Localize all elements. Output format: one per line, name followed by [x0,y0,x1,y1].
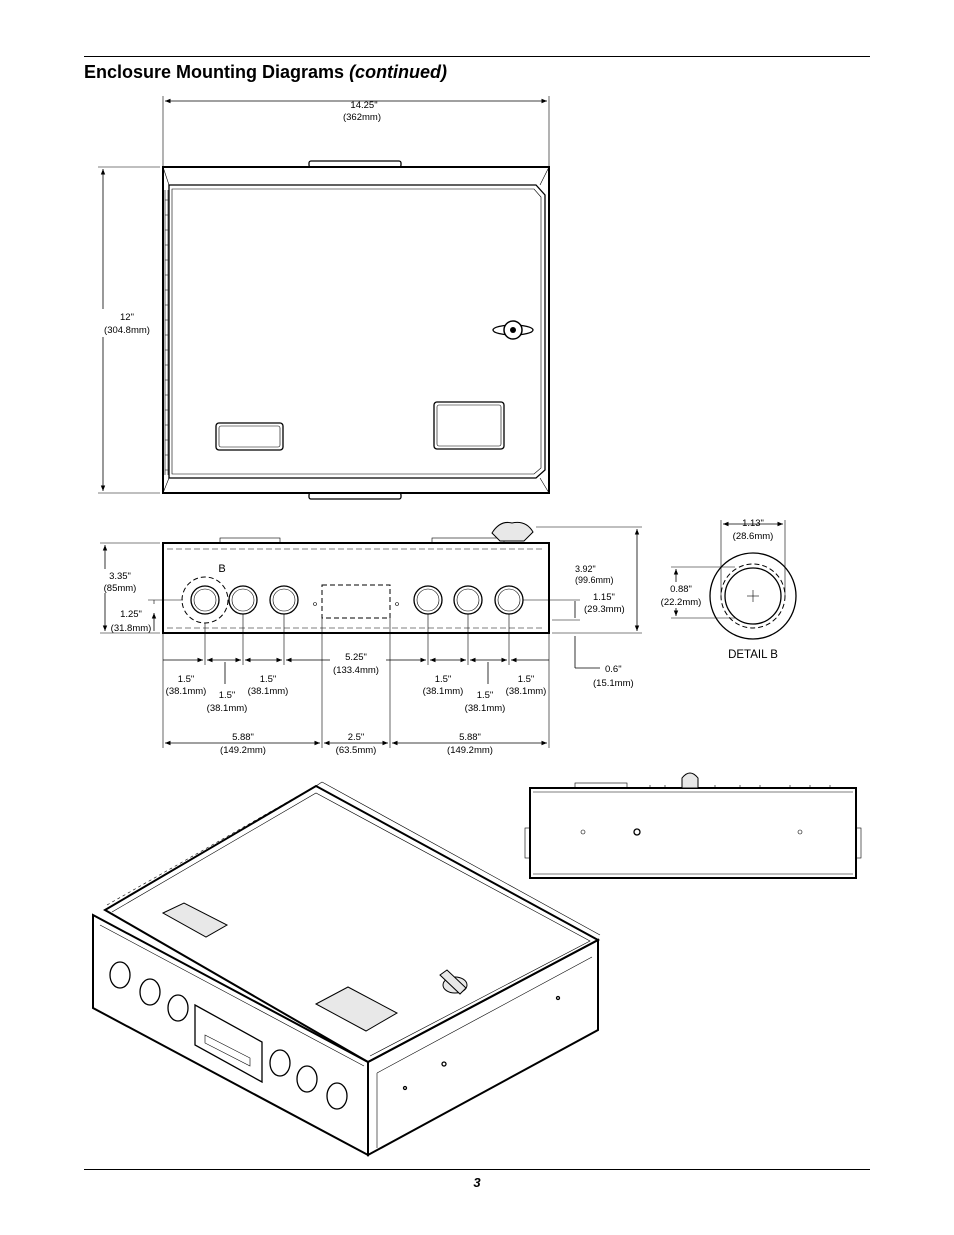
outer-mm-label: (28.6mm) [733,531,774,542]
spacing-1-in: 1.5" [178,674,195,685]
ko-center-mm-label: (29.3mm) [584,604,625,615]
inner-in-label: 0.88" [670,584,692,595]
spacing-4-in: 1.5" [435,674,452,685]
top-rule [84,56,870,57]
side-right-mm: (149.2mm) [447,745,493,756]
label-window-right [433,401,505,450]
center-mm-label: (133.4mm) [333,665,379,676]
iso-latch-icon [439,969,468,995]
height-in-label: 12" [120,312,134,323]
side-left-mm: (149.2mm) [220,745,266,756]
detail-b-outer-circle [709,552,797,640]
detail-b-label: DETAIL B [728,649,778,661]
spacing-5-mm: (38.1mm) [465,703,506,714]
page-title-main: Enclosure Mounting Diagrams [84,62,345,82]
iso-knockouts [109,961,348,1110]
top-mounting-tab [308,160,402,168]
outer-in-label: 1.13" [742,518,764,529]
knockouts-left [181,576,299,624]
label-window-left [215,422,284,451]
spacing-1-mm: (38.1mm) [166,686,207,697]
ko-center-in-label: 1.15" [593,592,615,603]
front-view: 14.25" (362mm) 12" (304.8mm) [97,96,550,500]
spacing-2-mm: (38.1mm) [207,703,248,714]
iso-label-windows [161,902,399,1032]
depth-in-label: 3.35" [109,571,131,582]
knockouts-right [413,585,524,615]
bottom-mounting-tab [308,492,402,500]
enclosure-outline [162,166,550,494]
iso-front-face [92,913,369,1157]
width-in-label: 14.25" [350,100,377,111]
page-number: 3 [473,1175,481,1190]
detail-b-marker: B [218,563,225,575]
cutout-in-label: 2.5" [348,732,365,743]
latch-knob-icon [491,521,534,542]
spacing-5-in: 1.5" [477,690,494,701]
spacing-4-mm: (38.1mm) [423,686,464,697]
isometric-view [92,781,601,1157]
detail-b: 1.13" (28.6mm) 0.88" (22.2mm) DETAIL B [656,518,797,661]
flange-in-label: 0.6" [605,664,622,675]
side-left-in: 5.88" [232,732,254,743]
ko-height-in-label: 1.25" [120,609,142,620]
cutout-mm-label: (63.5mm) [336,745,377,756]
center-in-label: 5.25" [345,652,367,663]
spacing-6-mm: (38.1mm) [506,686,547,697]
page-title-suffix: (continued) [349,62,448,82]
height-mm-label: (304.8mm) [104,325,150,336]
width-mm-label: (362mm) [343,112,381,123]
spacing-3-in: 1.5" [260,674,277,685]
page-title: Enclosure Mounting Diagrams (continued) [84,62,447,83]
spacing-2-in: 1.5" [219,690,236,701]
hinge [164,190,169,475]
side-latch-knob-icon [681,772,699,789]
spacing-3-mm: (38.1mm) [248,686,289,697]
iso-right-face [367,938,599,1157]
bottom-view: B 3.35" (85mm) 1.25" (31.8mm) 3.92" (99.… [100,521,642,756]
side-view [524,772,862,879]
side-right-in: 5.88" [459,732,481,743]
side-view-outline [529,787,857,879]
cutout-outline [321,584,391,619]
bottom-rule [84,1169,870,1170]
depth-mm-label: (85mm) [104,583,137,594]
detail-b-callout [181,576,229,624]
ko-height-mm-label: (31.8mm) [111,623,152,634]
door-outline [168,184,546,479]
door-latch-icon [492,320,534,340]
overall-depth-mm-label: (99.6mm) [575,575,614,585]
iso-cutout-panel [194,1003,263,1084]
bottom-view-outline [162,542,550,634]
flange-mm-label: (15.1mm) [593,678,634,689]
spacing-6-in: 1.5" [518,674,535,685]
overall-depth-in-label: 3.92" [575,564,596,574]
inner-mm-label: (22.2mm) [661,597,702,608]
